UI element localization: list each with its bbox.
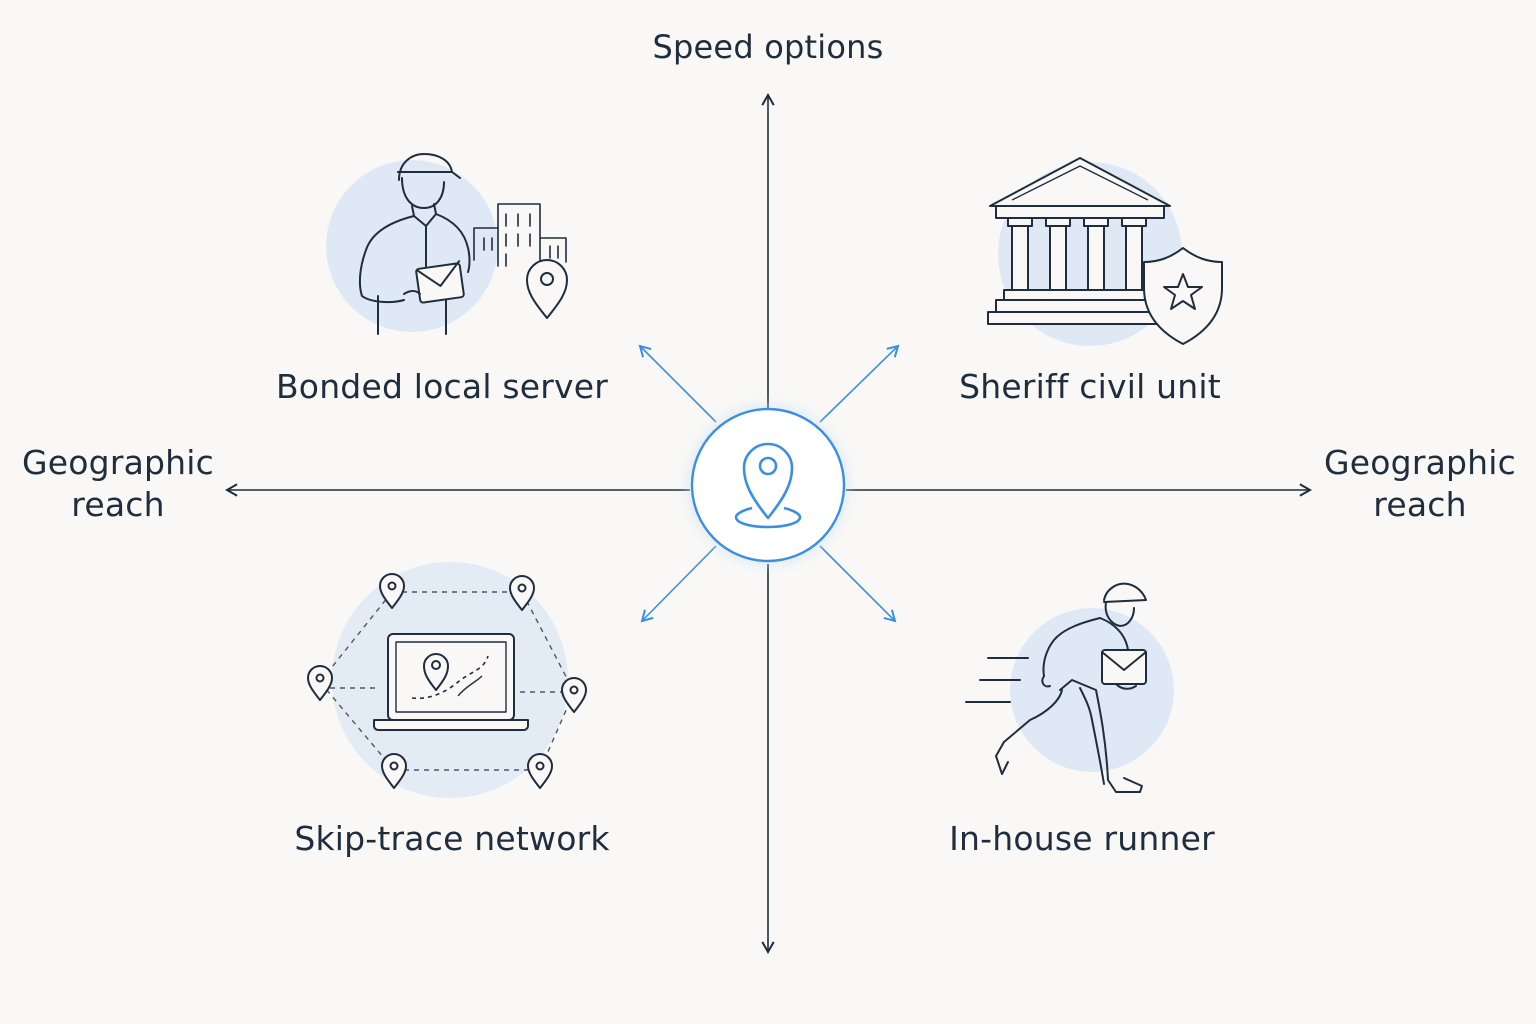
axis-label-line: Geographic	[22, 443, 214, 482]
diagonal-arrows	[638, 344, 900, 623]
courier-with-envelope-and-buildings-icon	[326, 153, 568, 335]
arrow-top-left	[638, 344, 717, 423]
laptop-map-network-icon	[307, 562, 587, 798]
arrow-bottom-left	[640, 545, 717, 623]
quadrant-label-skip-trace-network: Skip-trace network	[294, 819, 610, 858]
running-courier-icon	[965, 582, 1174, 793]
axis-label-line: reach	[71, 485, 165, 524]
axis-label-line: reach	[1373, 485, 1467, 524]
location-pin-icon	[734, 442, 802, 529]
quadrant-label-sheriff-civil-unit: Sheriff civil unit	[959, 367, 1221, 406]
axes	[224, 92, 1313, 955]
axis-label-geographic-reach-right: Geographic reach	[1324, 442, 1516, 526]
axis-label-line: Geographic	[1324, 443, 1516, 482]
courthouse-with-shield-icon	[987, 157, 1223, 346]
arrow-top-right	[819, 344, 900, 423]
quadrant-label-bonded-local-server: Bonded local server	[275, 367, 609, 406]
quadrant-label-in-house-runner: In-house runner	[949, 819, 1215, 858]
arrow-bottom-right	[819, 545, 897, 623]
center-hub	[688, 405, 848, 565]
axis-label-speed-options: Speed options	[652, 28, 884, 66]
axis-label-geographic-reach-left: Geographic reach	[22, 442, 214, 526]
